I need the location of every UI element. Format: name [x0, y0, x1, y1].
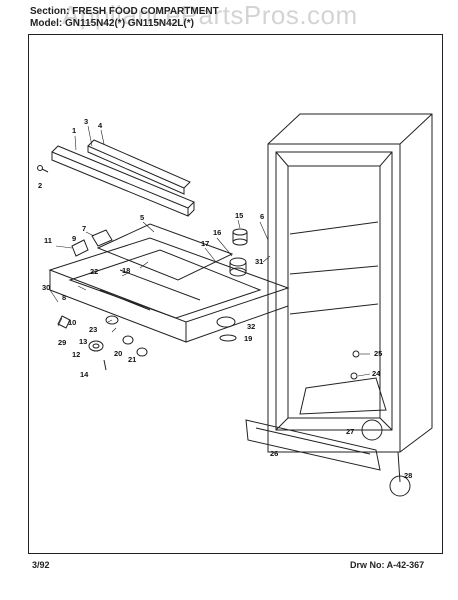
switch-parts [57, 315, 148, 371]
callout-13: 13 [79, 337, 87, 346]
screw-part [37, 165, 49, 173]
callout-6: 6 [260, 212, 264, 221]
callout-15: 15 [235, 211, 243, 220]
callout-10: 10 [68, 318, 76, 327]
callout-31: 31 [255, 257, 263, 266]
callout-3: 3 [84, 117, 88, 126]
callout-4: 4 [98, 121, 103, 130]
callout-26: 26 [270, 449, 278, 458]
knob-part [216, 316, 237, 342]
drawing-number: Drw No: A-42-367 [350, 560, 425, 570]
section-title: Section: FRESH FOOD COMPARTMENT [30, 6, 219, 17]
leveling-leg-part [361, 419, 411, 497]
cover-plate-part [96, 223, 234, 281]
callout-25: 25 [374, 349, 382, 358]
callout-22: 22 [90, 267, 98, 276]
callout-27: 27 [346, 427, 354, 436]
leader-lines [49, 125, 371, 431]
diagram-header: Section: FRESH FOOD COMPARTMENT Model: G… [30, 6, 219, 30]
front-trim-part [245, 419, 381, 471]
diagram-frame [28, 34, 443, 554]
callout-32: 32 [247, 322, 255, 331]
rail-bracket-part [51, 145, 195, 217]
callout-18: 18 [122, 266, 130, 275]
callout-20: 20 [114, 349, 122, 358]
callout-19: 19 [244, 334, 252, 343]
model-title: Model: GN115N42(*) GN115N42L(*) [30, 18, 194, 29]
callout-14: 14 [80, 370, 89, 379]
callout-1: 1 [72, 126, 76, 135]
cabinet-screw-part [350, 350, 360, 380]
callout-30: 30 [42, 283, 50, 292]
callout-29: 29 [58, 338, 66, 347]
callout-8: 8 [62, 293, 66, 302]
callout-16: 16 [213, 228, 221, 237]
callout-23: 23 [89, 325, 97, 334]
damper-assembly-part [229, 228, 248, 277]
callout-2: 2 [38, 181, 42, 190]
callout-11: 11 [44, 236, 52, 245]
callout-24: 24 [372, 369, 381, 378]
cabinet-part [267, 113, 433, 453]
diagram-date: 3/92 [32, 560, 50, 570]
callout-21: 21 [128, 355, 136, 364]
callout-9: 9 [72, 234, 76, 243]
callout-28: 28 [404, 471, 412, 480]
callout-12: 12 [72, 350, 80, 359]
watermark: AppliancePartsPros.com [62, 0, 358, 30]
control-housing-part [71, 229, 113, 257]
cover-strip-part [87, 139, 191, 195]
callout-17: 17 [201, 239, 209, 248]
callout-7: 7 [82, 224, 86, 233]
callout-5: 5 [140, 213, 144, 222]
